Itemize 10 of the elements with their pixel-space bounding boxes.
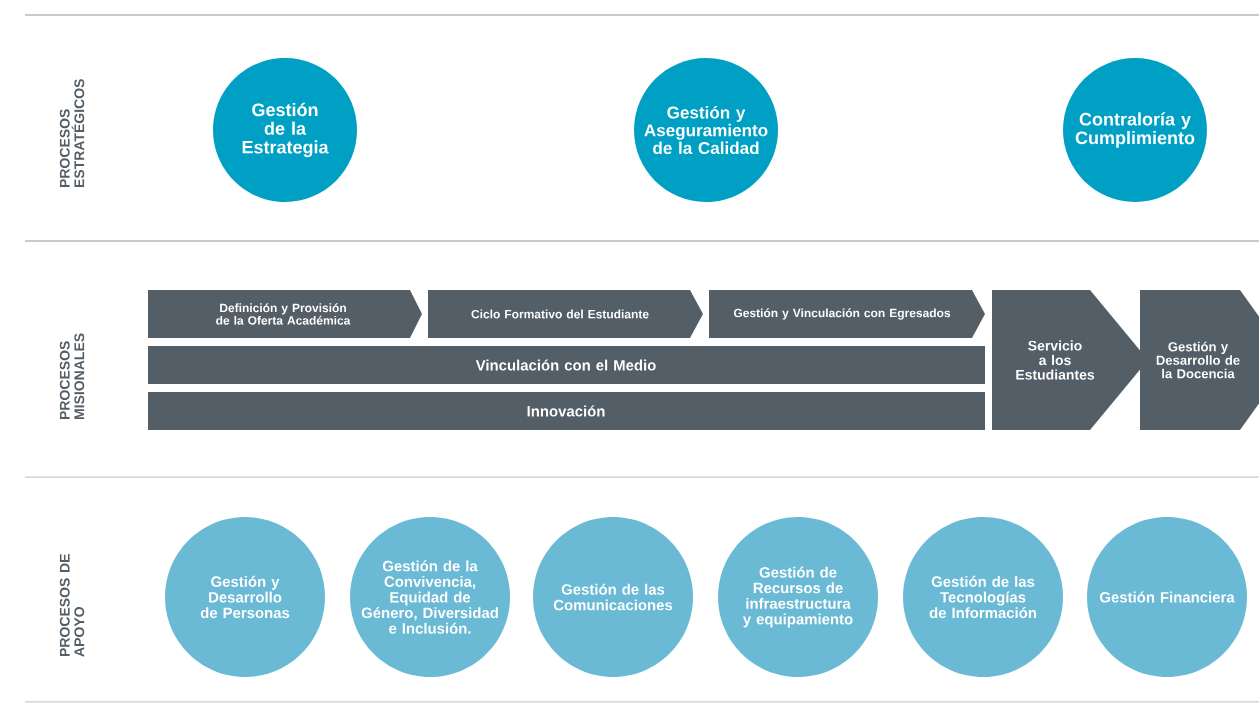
process-bar: Vinculación con el Medio <box>148 346 985 384</box>
row-label: PROCESOS ESTRATÉGICOS <box>59 79 85 188</box>
process-step-box: Ciclo Formativo del Estudiante <box>428 290 703 338</box>
row-label: PROCESOS MISIONALES <box>59 333 85 420</box>
row-label: PROCESOS DE APOYO <box>59 554 85 657</box>
process-step-box: Definición y Provisión de la Oferta Académica <box>148 290 422 338</box>
process-step-box: Servicio a los Estudiantes <box>992 290 1148 430</box>
process-step-box: Gestión y Vinculación con Egresados <box>709 290 985 338</box>
process-step-box: Gestión y Desarrollo de la Docencia <box>1140 290 1259 430</box>
process-bar: Innovación <box>148 392 985 430</box>
